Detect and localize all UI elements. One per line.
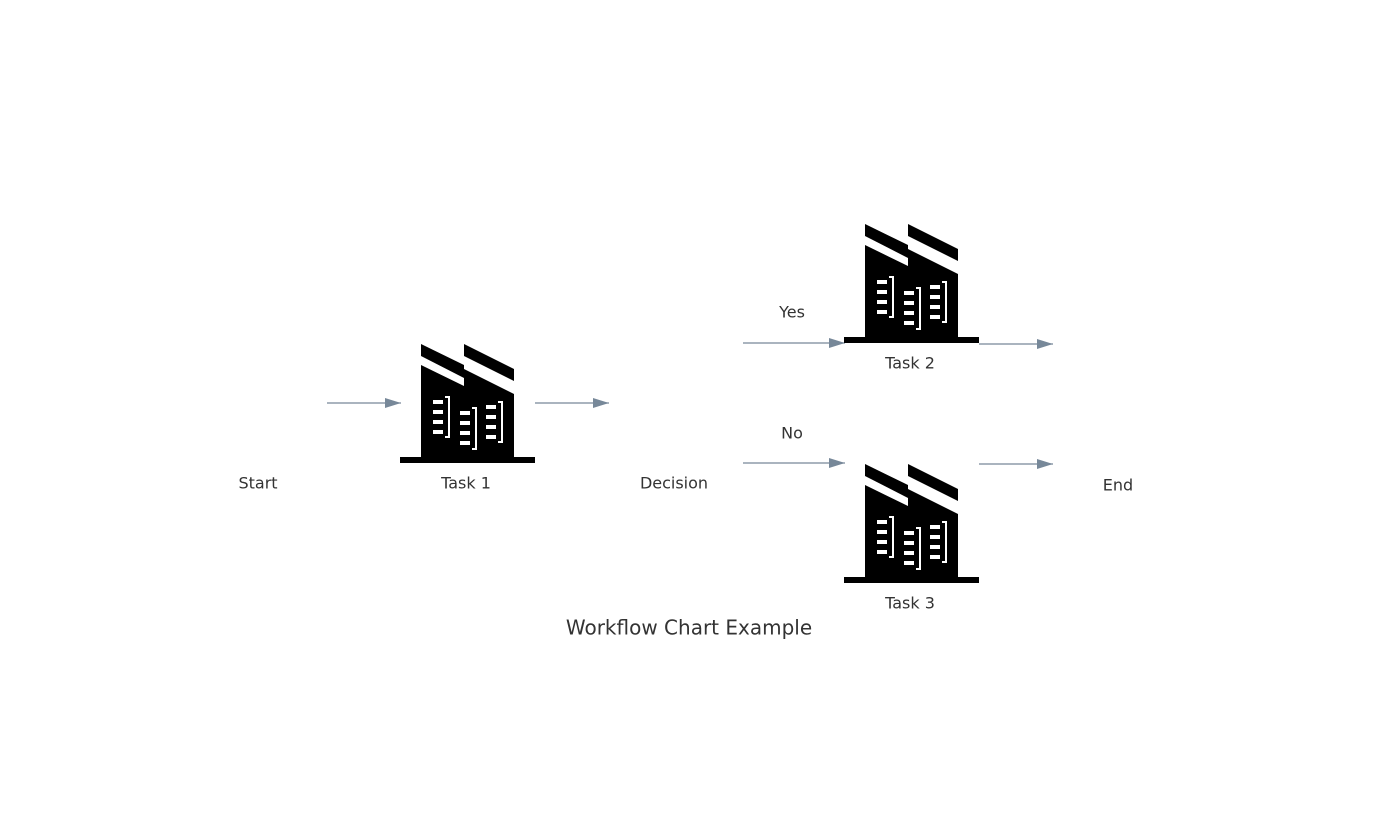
factory-icon bbox=[400, 344, 535, 464]
node-task1: Task 1 bbox=[400, 344, 535, 493]
node-end: End bbox=[1103, 476, 1133, 495]
nodes-layer: Start Task 1 Decision Task 2 Task 3 End bbox=[238, 224, 1133, 613]
node-label-start: Start bbox=[238, 474, 277, 493]
node-label-task3: Task 3 bbox=[884, 594, 935, 613]
node-label-end: End bbox=[1103, 476, 1133, 495]
factory-icon bbox=[844, 224, 979, 344]
factory-icon bbox=[844, 464, 979, 584]
diagram-title: Workflow Chart Example bbox=[566, 616, 812, 640]
node-label-task1: Task 1 bbox=[440, 474, 491, 493]
node-start: Start bbox=[238, 474, 277, 493]
edge-label-yes: Yes bbox=[778, 303, 805, 322]
node-task3: Task 3 bbox=[844, 464, 979, 613]
edge-label-no: No bbox=[781, 424, 803, 443]
node-label-decision: Decision bbox=[640, 474, 708, 493]
node-decision: Decision bbox=[640, 474, 708, 493]
node-label-task2: Task 2 bbox=[884, 354, 935, 373]
node-task2: Task 2 bbox=[844, 224, 979, 373]
